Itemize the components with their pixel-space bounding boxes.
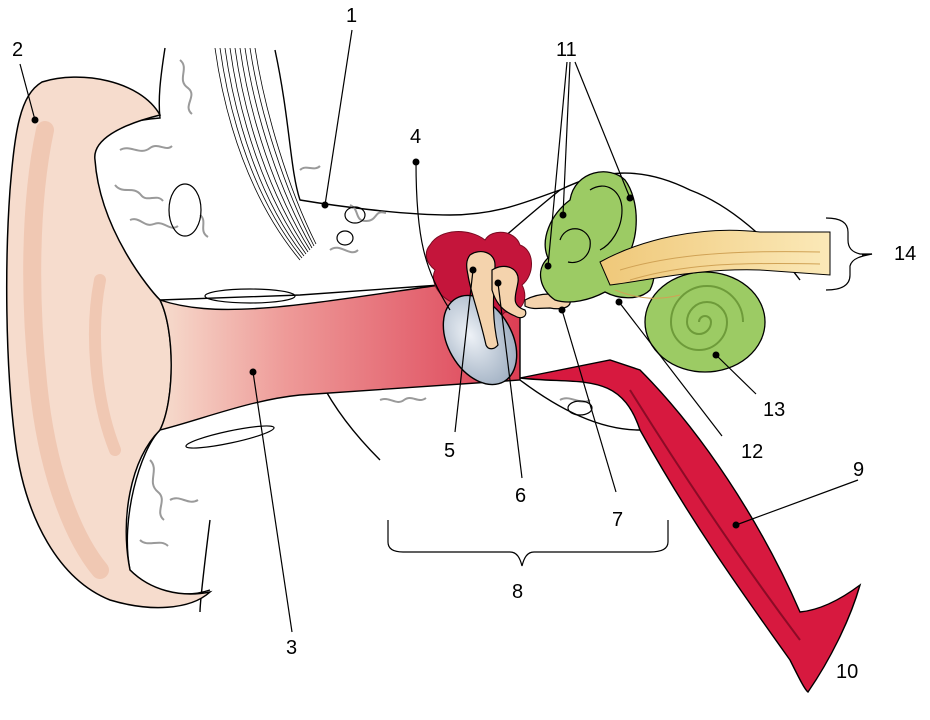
label-6: 6 [515,486,526,506]
eustachian-tube [520,360,860,692]
label-2: 2 [12,40,23,60]
middle-ear-bracket [388,520,668,566]
label-10: 10 [836,662,858,682]
label-7: 7 [612,510,623,530]
label-5: 5 [444,441,455,461]
label-13: 13 [763,400,785,420]
label-14: 14 [894,244,916,264]
label-9: 9 [853,460,864,480]
nerve-bracket [826,218,872,290]
label-8: 8 [512,582,523,602]
label-12: 12 [741,442,763,462]
label-1: 1 [346,6,357,26]
label-3: 3 [286,638,297,658]
label-11: 11 [556,40,577,60]
label-4: 4 [410,127,421,147]
muscle-fibers [215,48,316,260]
